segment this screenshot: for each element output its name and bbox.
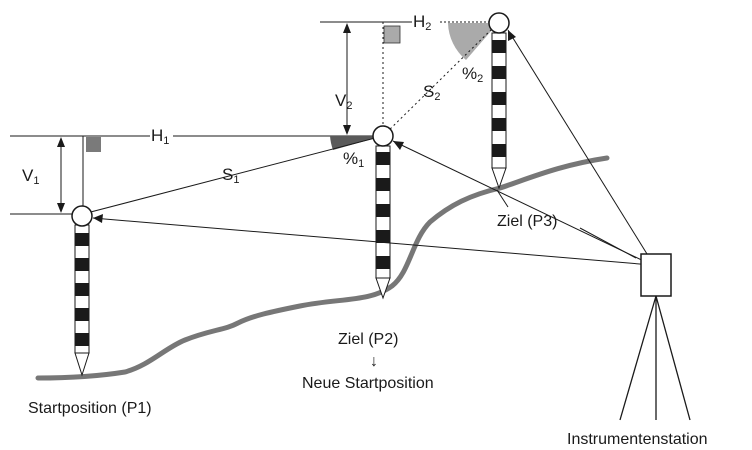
label-v2: V2 [335,91,352,112]
label-slope-pct-1: %1 [343,149,364,170]
label-h2: H2 [413,12,431,33]
label-new-start: Neue Startposition [302,375,434,392]
label-s1: S1 [222,165,239,186]
prism-p3 [488,12,510,34]
label-s2: S2 [423,82,440,103]
label-target-p3: Ziel (P3) [497,213,557,230]
arrow-down-glyph: ↓ [370,353,378,370]
label-start-p1: Startposition (P1) [28,400,152,417]
label-h1: H1 [151,126,169,147]
label-v1: V1 [22,166,39,187]
label-target-p2: Ziel (P2) [338,331,398,348]
p3-leader-line [496,189,509,208]
slope-angle-2 [448,23,498,60]
label-slope-pct-2: %2 [462,64,483,85]
staff-p1 [71,205,93,377]
slope-distance-s1 [82,135,384,215]
prism-p2 [372,125,394,147]
right-angle-marker-2 [383,25,401,44]
prism-p1 [71,205,93,227]
instrument-station [619,253,691,421]
p3-leader-line-2 [579,227,637,259]
right-angle-marker-1 [86,137,101,152]
v2-arrow-top [343,23,351,33]
staff-p2 [372,125,394,300]
slope-distance-s2 [382,22,499,137]
sight-lines [92,29,653,266]
v1-arrow-top [57,137,65,147]
label-instrument-station: Instrumentenstation [567,431,708,448]
v1-arrow-bottom [57,203,65,213]
terrain-line [35,155,610,381]
v2-arrow-bottom [343,125,351,135]
staff-p3 [488,12,510,190]
